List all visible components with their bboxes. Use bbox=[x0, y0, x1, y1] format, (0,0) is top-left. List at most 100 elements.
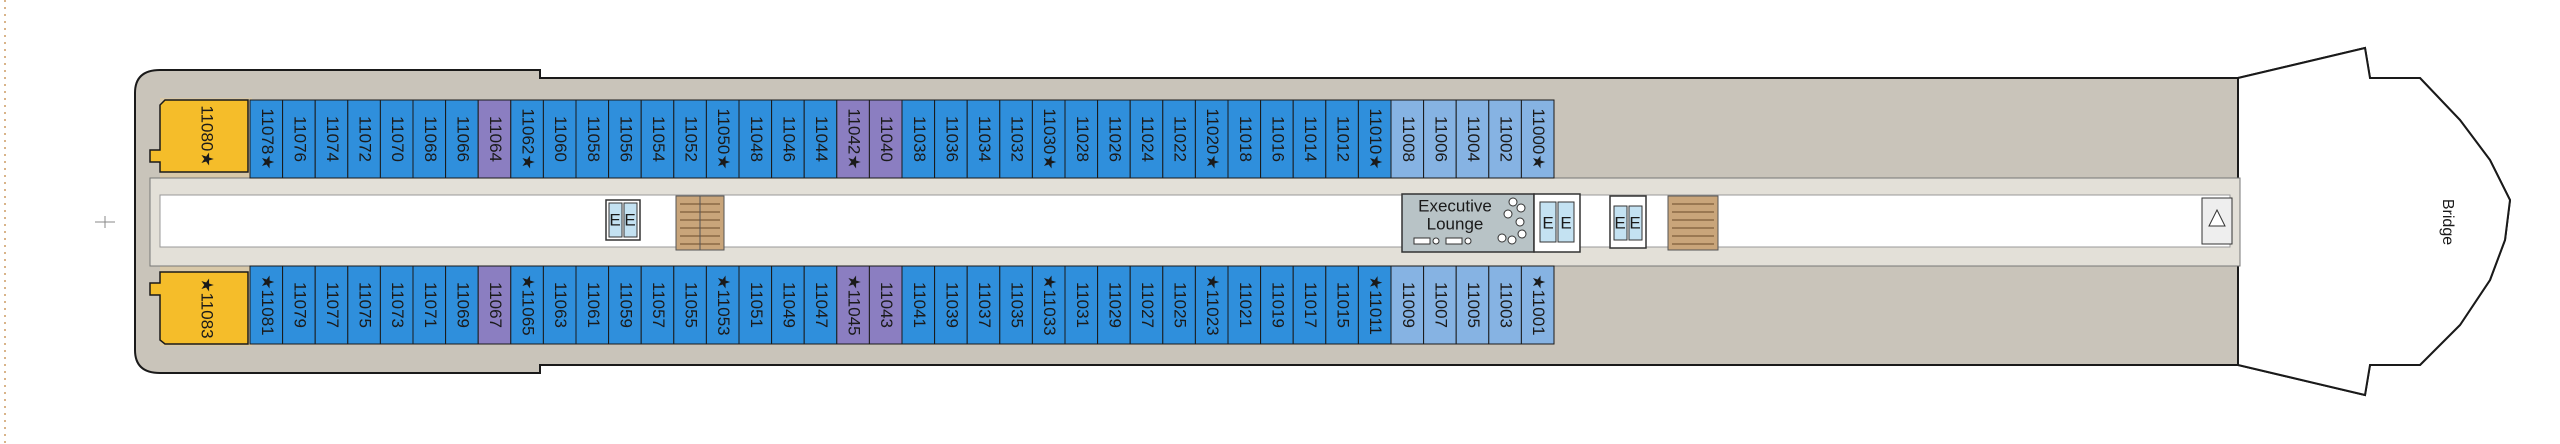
cabin-11060[interactable] bbox=[542, 99, 577, 179]
cabin-11036[interactable] bbox=[934, 99, 968, 179]
cabin-11068[interactable] bbox=[412, 99, 447, 179]
table-icon bbox=[1508, 197, 1518, 207]
cabin-11030[interactable] bbox=[1031, 99, 1066, 179]
cabin-11039[interactable] bbox=[934, 265, 968, 345]
cabin-11043-label: 11043 bbox=[877, 282, 896, 328]
cabin-11014[interactable] bbox=[1292, 99, 1327, 179]
cabin-11059[interactable] bbox=[608, 265, 642, 345]
cabin-11070[interactable] bbox=[379, 99, 414, 179]
cabin-11065[interactable] bbox=[510, 265, 544, 345]
cabin-11023-label: ★11023 bbox=[1203, 274, 1222, 335]
cabin-11044[interactable] bbox=[803, 99, 838, 179]
cabin-11007[interactable] bbox=[1423, 265, 1457, 345]
cabin-11025[interactable] bbox=[1162, 265, 1196, 345]
cabin-11004[interactable] bbox=[1455, 99, 1490, 179]
cabin-11020[interactable] bbox=[1194, 99, 1229, 179]
cabin-11018-label: 11018 bbox=[1236, 116, 1255, 162]
cabin-11062[interactable] bbox=[510, 99, 544, 179]
cabin-11041[interactable] bbox=[901, 265, 936, 345]
cabin-11058[interactable] bbox=[575, 99, 610, 179]
table-icon bbox=[1517, 229, 1527, 239]
cabin-11018[interactable] bbox=[1227, 99, 1262, 179]
cabin-11001[interactable] bbox=[1520, 265, 1555, 345]
cabin-11023[interactable] bbox=[1194, 265, 1229, 345]
forward-corridor-end bbox=[2201, 197, 2233, 245]
cabin-11077[interactable] bbox=[314, 265, 349, 345]
cabin-11049[interactable] bbox=[771, 265, 805, 345]
cabin-11022[interactable] bbox=[1162, 99, 1196, 179]
cabin-11069[interactable] bbox=[445, 265, 479, 345]
cabin-11053[interactable] bbox=[705, 265, 740, 345]
cabin-11037-label: 11037 bbox=[975, 282, 994, 328]
cabin-11015[interactable] bbox=[1325, 265, 1359, 345]
cabin-11054[interactable] bbox=[640, 99, 675, 179]
cabin-11028[interactable] bbox=[1064, 99, 1099, 179]
svg-text:E: E bbox=[1614, 213, 1625, 232]
cabin-11046[interactable] bbox=[771, 99, 805, 179]
cabin-11011[interactable] bbox=[1357, 265, 1392, 345]
cabin-11078-label: 11078★ bbox=[258, 108, 277, 169]
elevator-icon bbox=[1628, 205, 1643, 241]
cabin-11038-label: 11038 bbox=[910, 116, 929, 162]
cabin-11043[interactable] bbox=[868, 265, 903, 345]
cabin-11009[interactable] bbox=[1390, 265, 1425, 345]
elevator-icon bbox=[623, 202, 638, 238]
cabin-11072[interactable] bbox=[347, 99, 381, 179]
cabin-11069-label: 11069 bbox=[453, 282, 472, 328]
cabin-11025-label: 11025 bbox=[1171, 282, 1190, 328]
cabin-11010[interactable] bbox=[1357, 99, 1392, 179]
cabin-11038[interactable] bbox=[901, 99, 936, 179]
cabin-11057[interactable] bbox=[640, 265, 675, 345]
cabin-11056[interactable] bbox=[608, 99, 642, 179]
cabin-11035[interactable] bbox=[999, 265, 1033, 345]
cabin-11033-label: ★11033 bbox=[1040, 274, 1059, 335]
cabin-11050-label: 11050★ bbox=[714, 108, 733, 169]
cabin-11048[interactable] bbox=[738, 99, 773, 179]
executive-lounge[interactable]: Executive Lounge E E bbox=[1401, 193, 1581, 253]
cabin-11024[interactable] bbox=[1129, 99, 1164, 179]
corridor-walkway bbox=[159, 194, 2231, 248]
cabin-11051-label: 11051 bbox=[747, 282, 766, 328]
cabin-11078[interactable] bbox=[249, 99, 284, 179]
cabin-11031[interactable] bbox=[1064, 265, 1099, 345]
cabin-11012[interactable] bbox=[1325, 99, 1359, 179]
cabin-11003[interactable] bbox=[1488, 265, 1522, 345]
cabin-11067[interactable] bbox=[477, 265, 512, 345]
cabin-11032[interactable] bbox=[999, 99, 1033, 179]
cabin-11074[interactable] bbox=[314, 99, 349, 179]
cabin-11008[interactable] bbox=[1390, 99, 1425, 179]
cabin-11063[interactable] bbox=[542, 265, 577, 345]
cabin-11064[interactable] bbox=[477, 99, 512, 179]
cabin-11006-label: 11006 bbox=[1431, 116, 1450, 162]
cabin-11022-label: 11022 bbox=[1171, 116, 1190, 162]
cabin-11042[interactable] bbox=[836, 99, 870, 179]
cabin-11005-label: 11005 bbox=[1464, 282, 1483, 328]
cabin-11040[interactable] bbox=[868, 99, 903, 179]
suite-11080[interactable] bbox=[149, 99, 249, 173]
cabin-11019[interactable] bbox=[1260, 265, 1294, 345]
cabin-11068-label: 11068 bbox=[421, 116, 440, 162]
cabin-11045[interactable] bbox=[836, 265, 870, 345]
cabin-11050[interactable] bbox=[705, 99, 740, 179]
cabin-11045-label: ★11045 bbox=[845, 274, 864, 335]
bridge-label: Bridge bbox=[2439, 199, 2456, 245]
cabin-11051[interactable] bbox=[738, 265, 773, 345]
svg-text:E: E bbox=[1629, 213, 1640, 232]
cabin-11016[interactable] bbox=[1260, 99, 1294, 179]
cabin-11034[interactable] bbox=[966, 99, 1001, 179]
cabin-11079[interactable] bbox=[282, 265, 316, 345]
cabin-11052[interactable] bbox=[673, 99, 707, 179]
cabin-11002[interactable] bbox=[1488, 99, 1522, 179]
cabin-11017[interactable] bbox=[1292, 265, 1327, 345]
cabin-11081[interactable] bbox=[249, 265, 284, 345]
cabin-11061[interactable] bbox=[575, 265, 610, 345]
cabin-11073[interactable] bbox=[379, 265, 414, 345]
cabin-11071[interactable] bbox=[412, 265, 447, 345]
cabin-11006[interactable] bbox=[1423, 99, 1457, 179]
cabin-11000[interactable] bbox=[1520, 99, 1555, 179]
aft-stairs bbox=[675, 195, 725, 251]
suite-11083[interactable] bbox=[149, 271, 249, 345]
cabin-11055[interactable] bbox=[673, 265, 707, 345]
